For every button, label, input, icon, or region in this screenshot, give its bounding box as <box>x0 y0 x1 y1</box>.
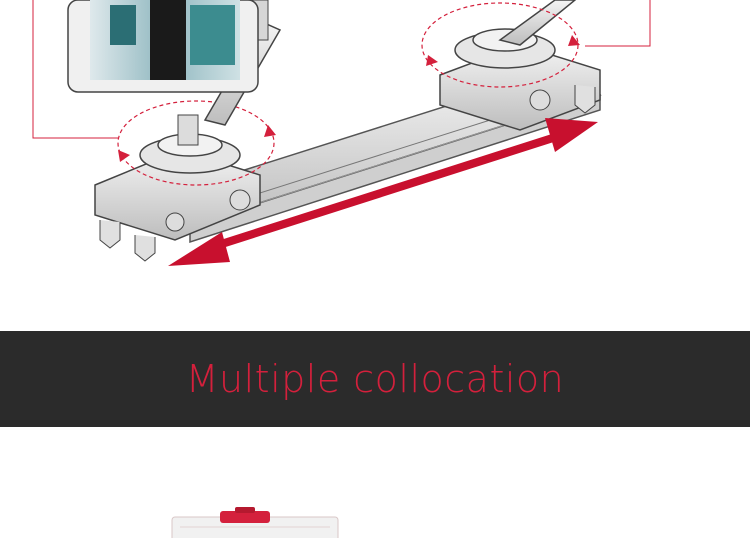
slider-clamp-red-knob-icon <box>171 507 339 538</box>
clamp-product-illustration <box>171 507 339 538</box>
left-carriage <box>94 100 276 262</box>
section-title: Multiple collocation <box>185 357 565 401</box>
right-carriage <box>421 0 601 131</box>
slider-product-illustration <box>32 0 651 266</box>
travel-double-arrow-icon <box>168 118 598 266</box>
callout-lines <box>32 0 651 139</box>
section-banner: Multiple collocation <box>0 331 750 427</box>
gimbal-with-phone <box>67 0 282 126</box>
